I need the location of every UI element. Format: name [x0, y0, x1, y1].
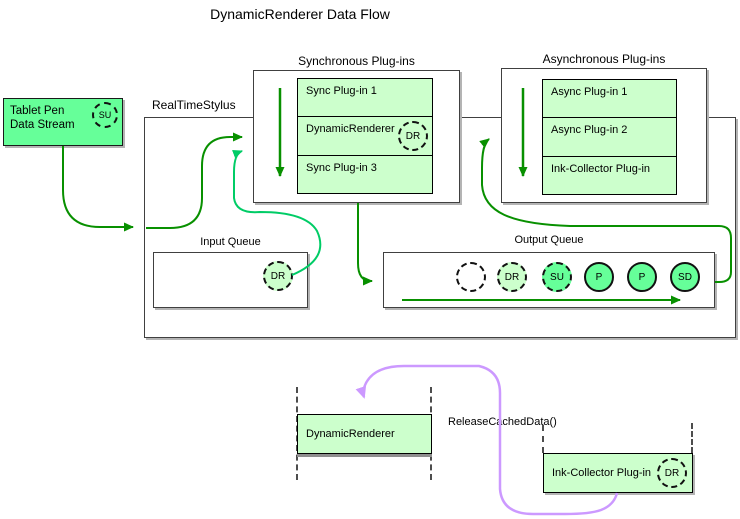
output-queue-p-packet-1: P [584, 262, 614, 292]
sync-plugins-title: Synchronous Plug-ins [298, 54, 415, 68]
sync-plugin-1-row: Sync Plug-in 1 [298, 79, 432, 118]
dynamicrenderer-dr-badge: DR [398, 121, 428, 151]
async-plugin-2-row: Async Plug-in 2 [543, 118, 676, 157]
async-plugins-title: Asynchronous Plug-ins [542, 52, 666, 66]
sync-plugin-3-row: Sync Plug-in 3 [298, 155, 432, 193]
async-plugins-stack: Async Plug-in 1 Async Plug-in 2 Ink-Coll… [542, 79, 677, 195]
output-queue-title: Output Queue [514, 234, 584, 246]
realtimestylus-label: RealTimeStylus [152, 98, 236, 112]
output-queue-p-packet-2: P [627, 262, 657, 292]
sync-plugin-3-label: Sync Plug-in 3 [306, 161, 377, 174]
input-queue-title: Input Queue [200, 236, 261, 248]
lifetime-dynamicrenderer-label: DynamicRenderer [306, 428, 395, 440]
arrow-tablet-to-realtimestylus [62, 146, 134, 232]
sync-plugin-1-label: Sync Plug-in 1 [306, 85, 377, 97]
output-queue-dr-packet: DR [497, 262, 527, 292]
dynamicrenderer-label: DynamicRenderer [306, 123, 395, 136]
input-queue-dr-packet: DR [263, 261, 293, 291]
tablet-pen-data-stream-box: Tablet Pen Data Stream [3, 98, 123, 146]
stylus-update-packet-badge: SU [92, 102, 118, 128]
async-plugin-1-label: Async Plug-in 1 [551, 86, 628, 98]
ink-collector-row: Ink-Collector Plug-in [543, 156, 676, 194]
ink-collector-label: Ink-Collector Plug-in [551, 162, 651, 175]
output-queue-empty-packet [456, 262, 486, 292]
lifeline-right-1 [542, 425, 544, 453]
lifetime-dynamicrenderer-box: DynamicRenderer [297, 414, 432, 454]
output-queue-su-packet: SU [542, 262, 572, 292]
lifetime-ink-collector-dr-badge: DR [657, 458, 687, 488]
release-cached-data-label: ReleaseCachedData() [448, 416, 557, 428]
diagram-title: DynamicRenderer Data Flow [210, 6, 390, 22]
tablet-pen-label: Tablet Pen Data Stream [10, 105, 75, 132]
lifeline-right-2 [691, 423, 693, 453]
async-plugin-1-row: Async Plug-in 1 [543, 80, 676, 119]
output-queue-sd-packet: SD [670, 262, 700, 292]
lifetime-ink-collector-label: Ink-Collector Plug-in [552, 467, 652, 479]
async-plugin-2-label: Async Plug-in 2 [551, 124, 628, 137]
